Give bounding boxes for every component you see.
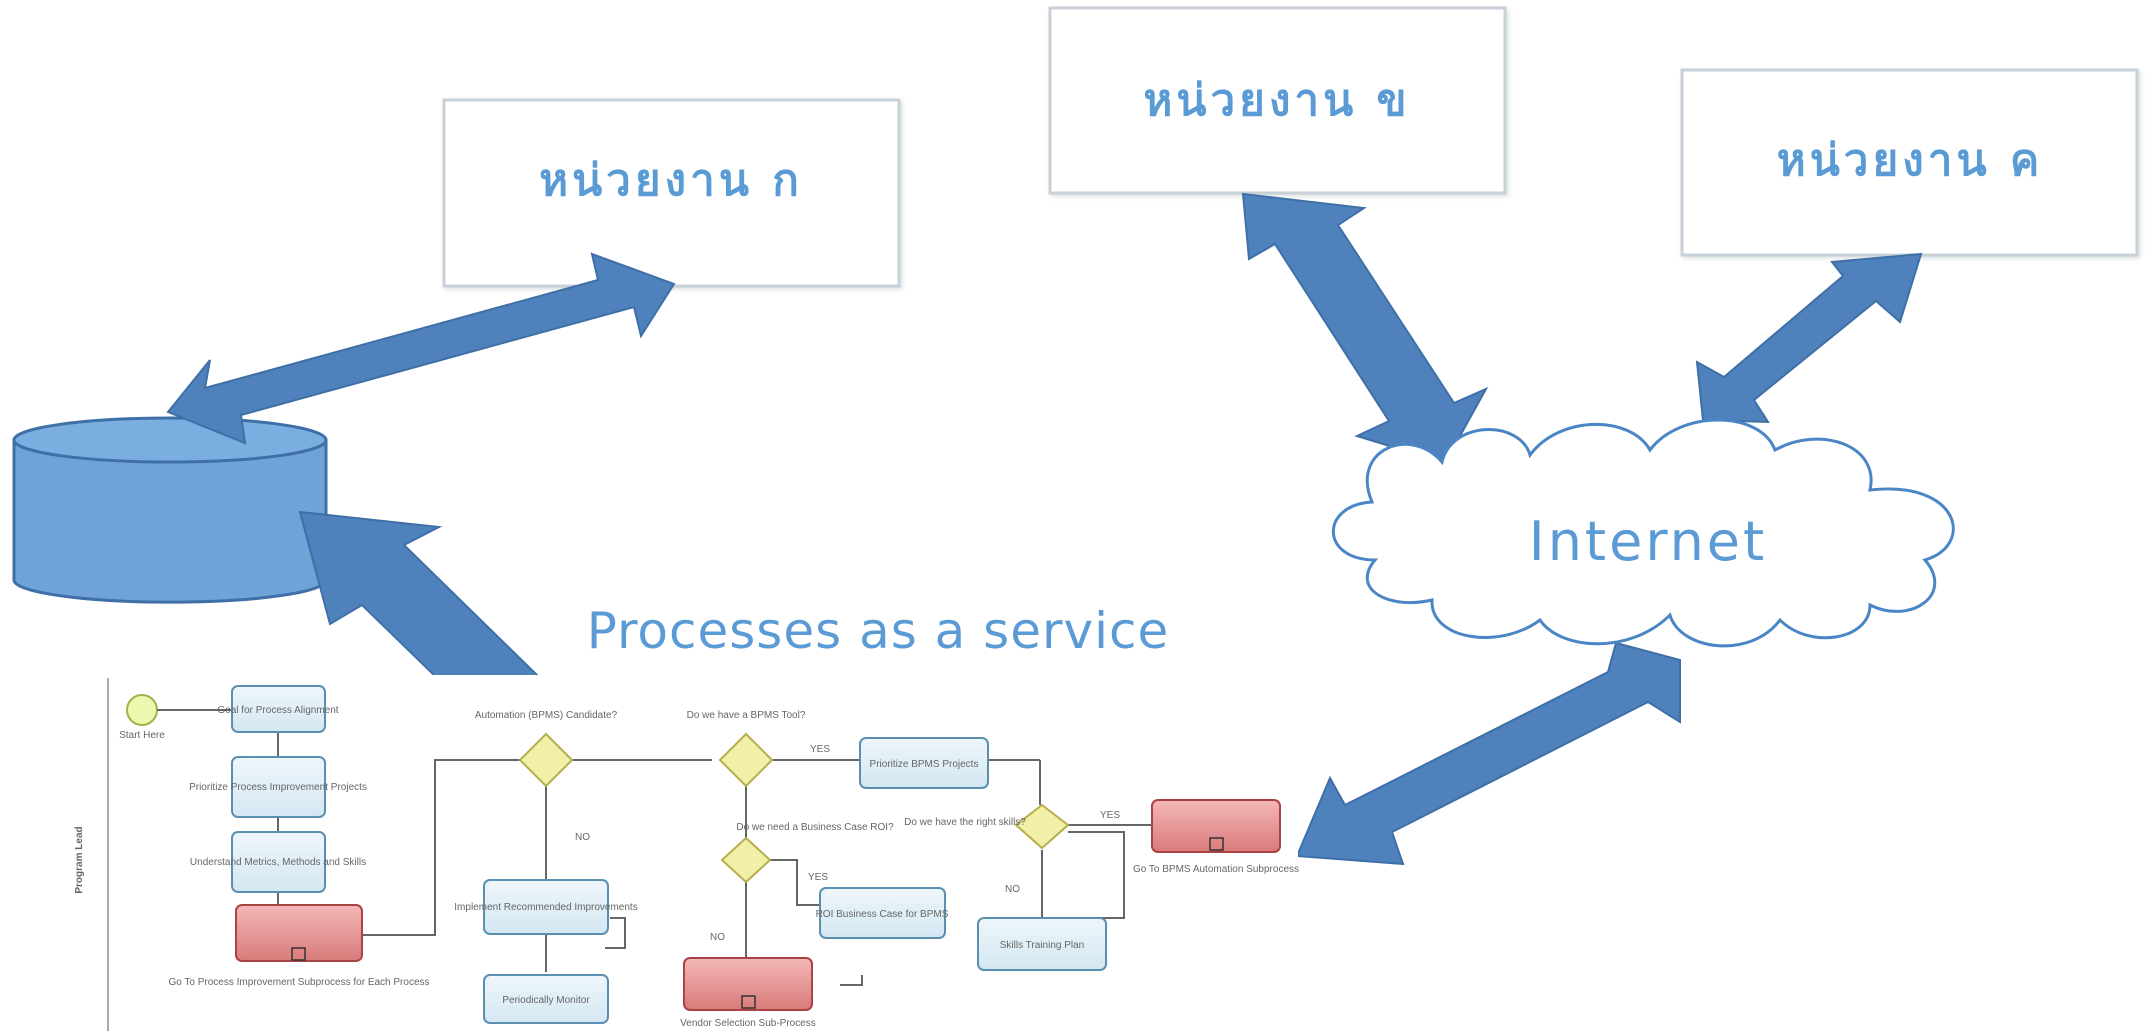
svg-text:Do we have the right skills?: Do we have the right skills? [904,817,1026,828]
svg-text:Prioritize Process Improvement: Prioritize Process Improvement Projects [189,782,367,793]
internet-label: Internet [1529,510,1767,573]
flow-label: NO [1005,884,1020,895]
process-service-label: Processes as a service [587,602,1170,660]
agency-a-box: หน่วยงาน ก [442,98,901,288]
agency-c-label: หน่วยงาน ค [1777,135,2044,186]
svg-text:Understand Metrics, Methods an: Understand Metrics, Methods and Skills [190,857,366,868]
svg-text:Automation (BPMS) Candidate?: Automation (BPMS) Candidate? [475,710,618,721]
arrow-process-to-db [298,510,543,679]
agency-c-box: หน่วยงาน ค [1680,68,2139,257]
arrow-agency-b-internet [1241,192,1489,465]
svg-text:Do we have a BPMS Tool?: Do we have a BPMS Tool? [687,710,806,721]
task-understand-metrics: Understand Metrics, Methods and Skills [190,831,366,893]
task-goal: Goal for Process Alignment [217,685,339,733]
arrow-internet-process [1295,641,1681,866]
gateway-automation-candidate: Automation (BPMS) Candidate? [475,710,618,788]
task-prioritize-process: Prioritize Process Improvement Projects [189,756,367,818]
gateway-business-case: Do we need a Business Case ROI? [720,822,894,884]
svg-text:Implement Recommended Improvem: Implement Recommended Improvements [454,902,637,913]
agency-b-box: หน่วยงาน ข [1048,6,1507,195]
subprocess-process-improvement: Go To Process Improvement Subprocess for… [168,904,430,988]
svg-text:Vendor Selection Sub-Process: Vendor Selection Sub-Process [680,1018,816,1029]
agency-b-label: หน่วยงาน ข [1143,75,1410,126]
arrow-db-agency-a [166,252,676,445]
flow-label: NO [575,832,590,843]
svg-text:Skills Training Plan: Skills Training Plan [1000,940,1084,951]
database-cylinder [12,416,328,604]
gateway-bpms-tool: Do we have a BPMS Tool? [687,710,806,788]
svg-text:Go To BPMS Automation Subproce: Go To BPMS Automation Subprocess [1133,864,1299,875]
agency-a-label: หน่วยงาน ก [539,155,803,206]
svg-text:Prioritize BPMS Projects: Prioritize BPMS Projects [870,759,979,770]
svg-text:Do we need a Business Case ROI: Do we need a Business Case ROI? [736,822,894,833]
subprocess-bpms-automation: Go To BPMS Automation Subprocess [1133,799,1299,875]
flow-label: NO [710,932,725,943]
task-roi-business-case: ROI Business Case for BPMS [816,887,949,939]
flow-label: YES [810,744,830,755]
subprocess-vendor-selection: Vendor Selection Sub-Process [680,957,816,1029]
internet-cloud: Internet [1332,418,1955,648]
task-prioritize-bpms: Prioritize BPMS Projects [859,737,989,789]
gateway-right-skills: Do we have the right skills? [904,803,1070,850]
flow-label: YES [808,872,828,883]
svg-text:Goal for Process Alignment: Goal for Process Alignment [217,705,338,716]
start-event [126,694,158,726]
task-implement-improvements: Implement Recommended Improvements [454,879,638,935]
svg-text:Go To Process Improvement Subp: Go To Process Improvement Subprocess for… [168,977,429,988]
svg-text:Periodically Monitor: Periodically Monitor [502,995,590,1006]
start-event-label: Start Here [119,730,165,741]
lane-label: Program Lead [74,826,85,893]
process-image: Program Lead Start Here [48,675,1299,1031]
task-skills-training: Skills Training Plan [977,917,1107,971]
task-periodically-monitor: Periodically Monitor [483,974,609,1024]
arrow-agency-c-internet [1695,252,1923,424]
flow-label: YES [1100,810,1120,821]
svg-text:ROI Business Case for BPMS: ROI Business Case for BPMS [816,909,949,920]
